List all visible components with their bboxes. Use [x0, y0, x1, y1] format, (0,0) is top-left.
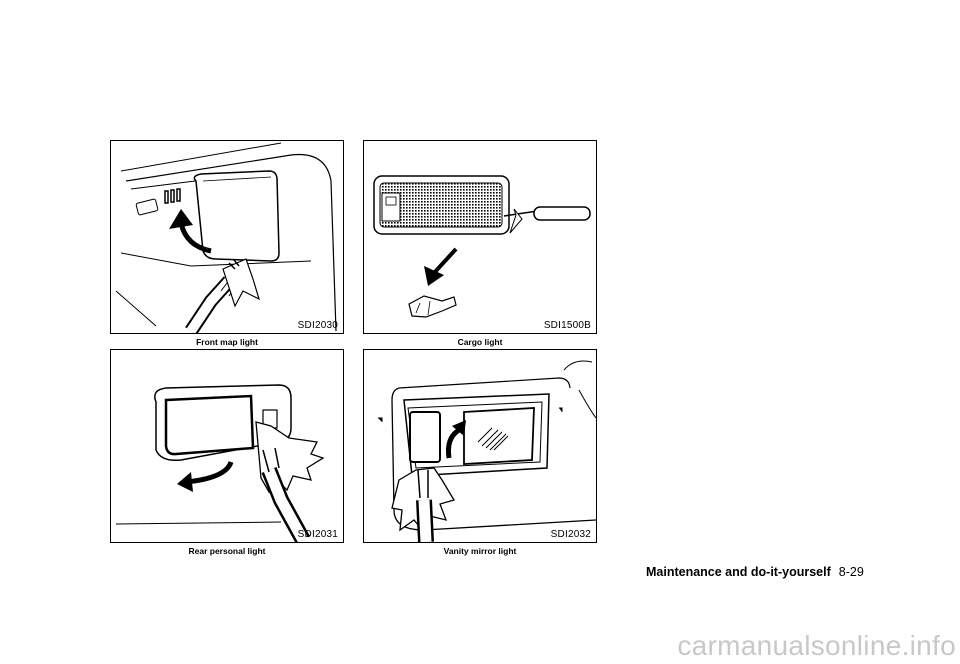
figure-code: SDI1500B [543, 320, 591, 331]
front-map-light-illustration [115, 142, 337, 333]
figure-code: SDI2030 [297, 320, 338, 331]
section-title: Maintenance and do-it-yourself [646, 565, 831, 579]
figure-front-map-light: SDI2030 [110, 140, 344, 334]
figure-rear-personal-light: SDI2031 [110, 349, 344, 543]
watermark: carmanualsonline.info [677, 630, 956, 661]
page-footer: Maintenance and do-it-yourself 8-29 [646, 565, 864, 579]
vanity-mirror-light-illustration [378, 360, 596, 542]
figure-caption: Front map light [196, 337, 258, 347]
cargo-light-illustration [373, 175, 591, 318]
figure-caption: Cargo light [457, 337, 503, 347]
rear-personal-light-illustration [115, 384, 325, 542]
figure-code: SDI2032 [550, 529, 591, 540]
figure-vanity-mirror-light: SDI2032 [363, 349, 597, 543]
figure-caption: Rear personal light [188, 546, 266, 556]
figure-cargo-light: SDI1500B [363, 140, 597, 334]
figure-code: SDI2031 [297, 529, 338, 540]
figure-caption: Vanity mirror light [443, 546, 517, 556]
page-number: 8-29 [838, 565, 864, 579]
